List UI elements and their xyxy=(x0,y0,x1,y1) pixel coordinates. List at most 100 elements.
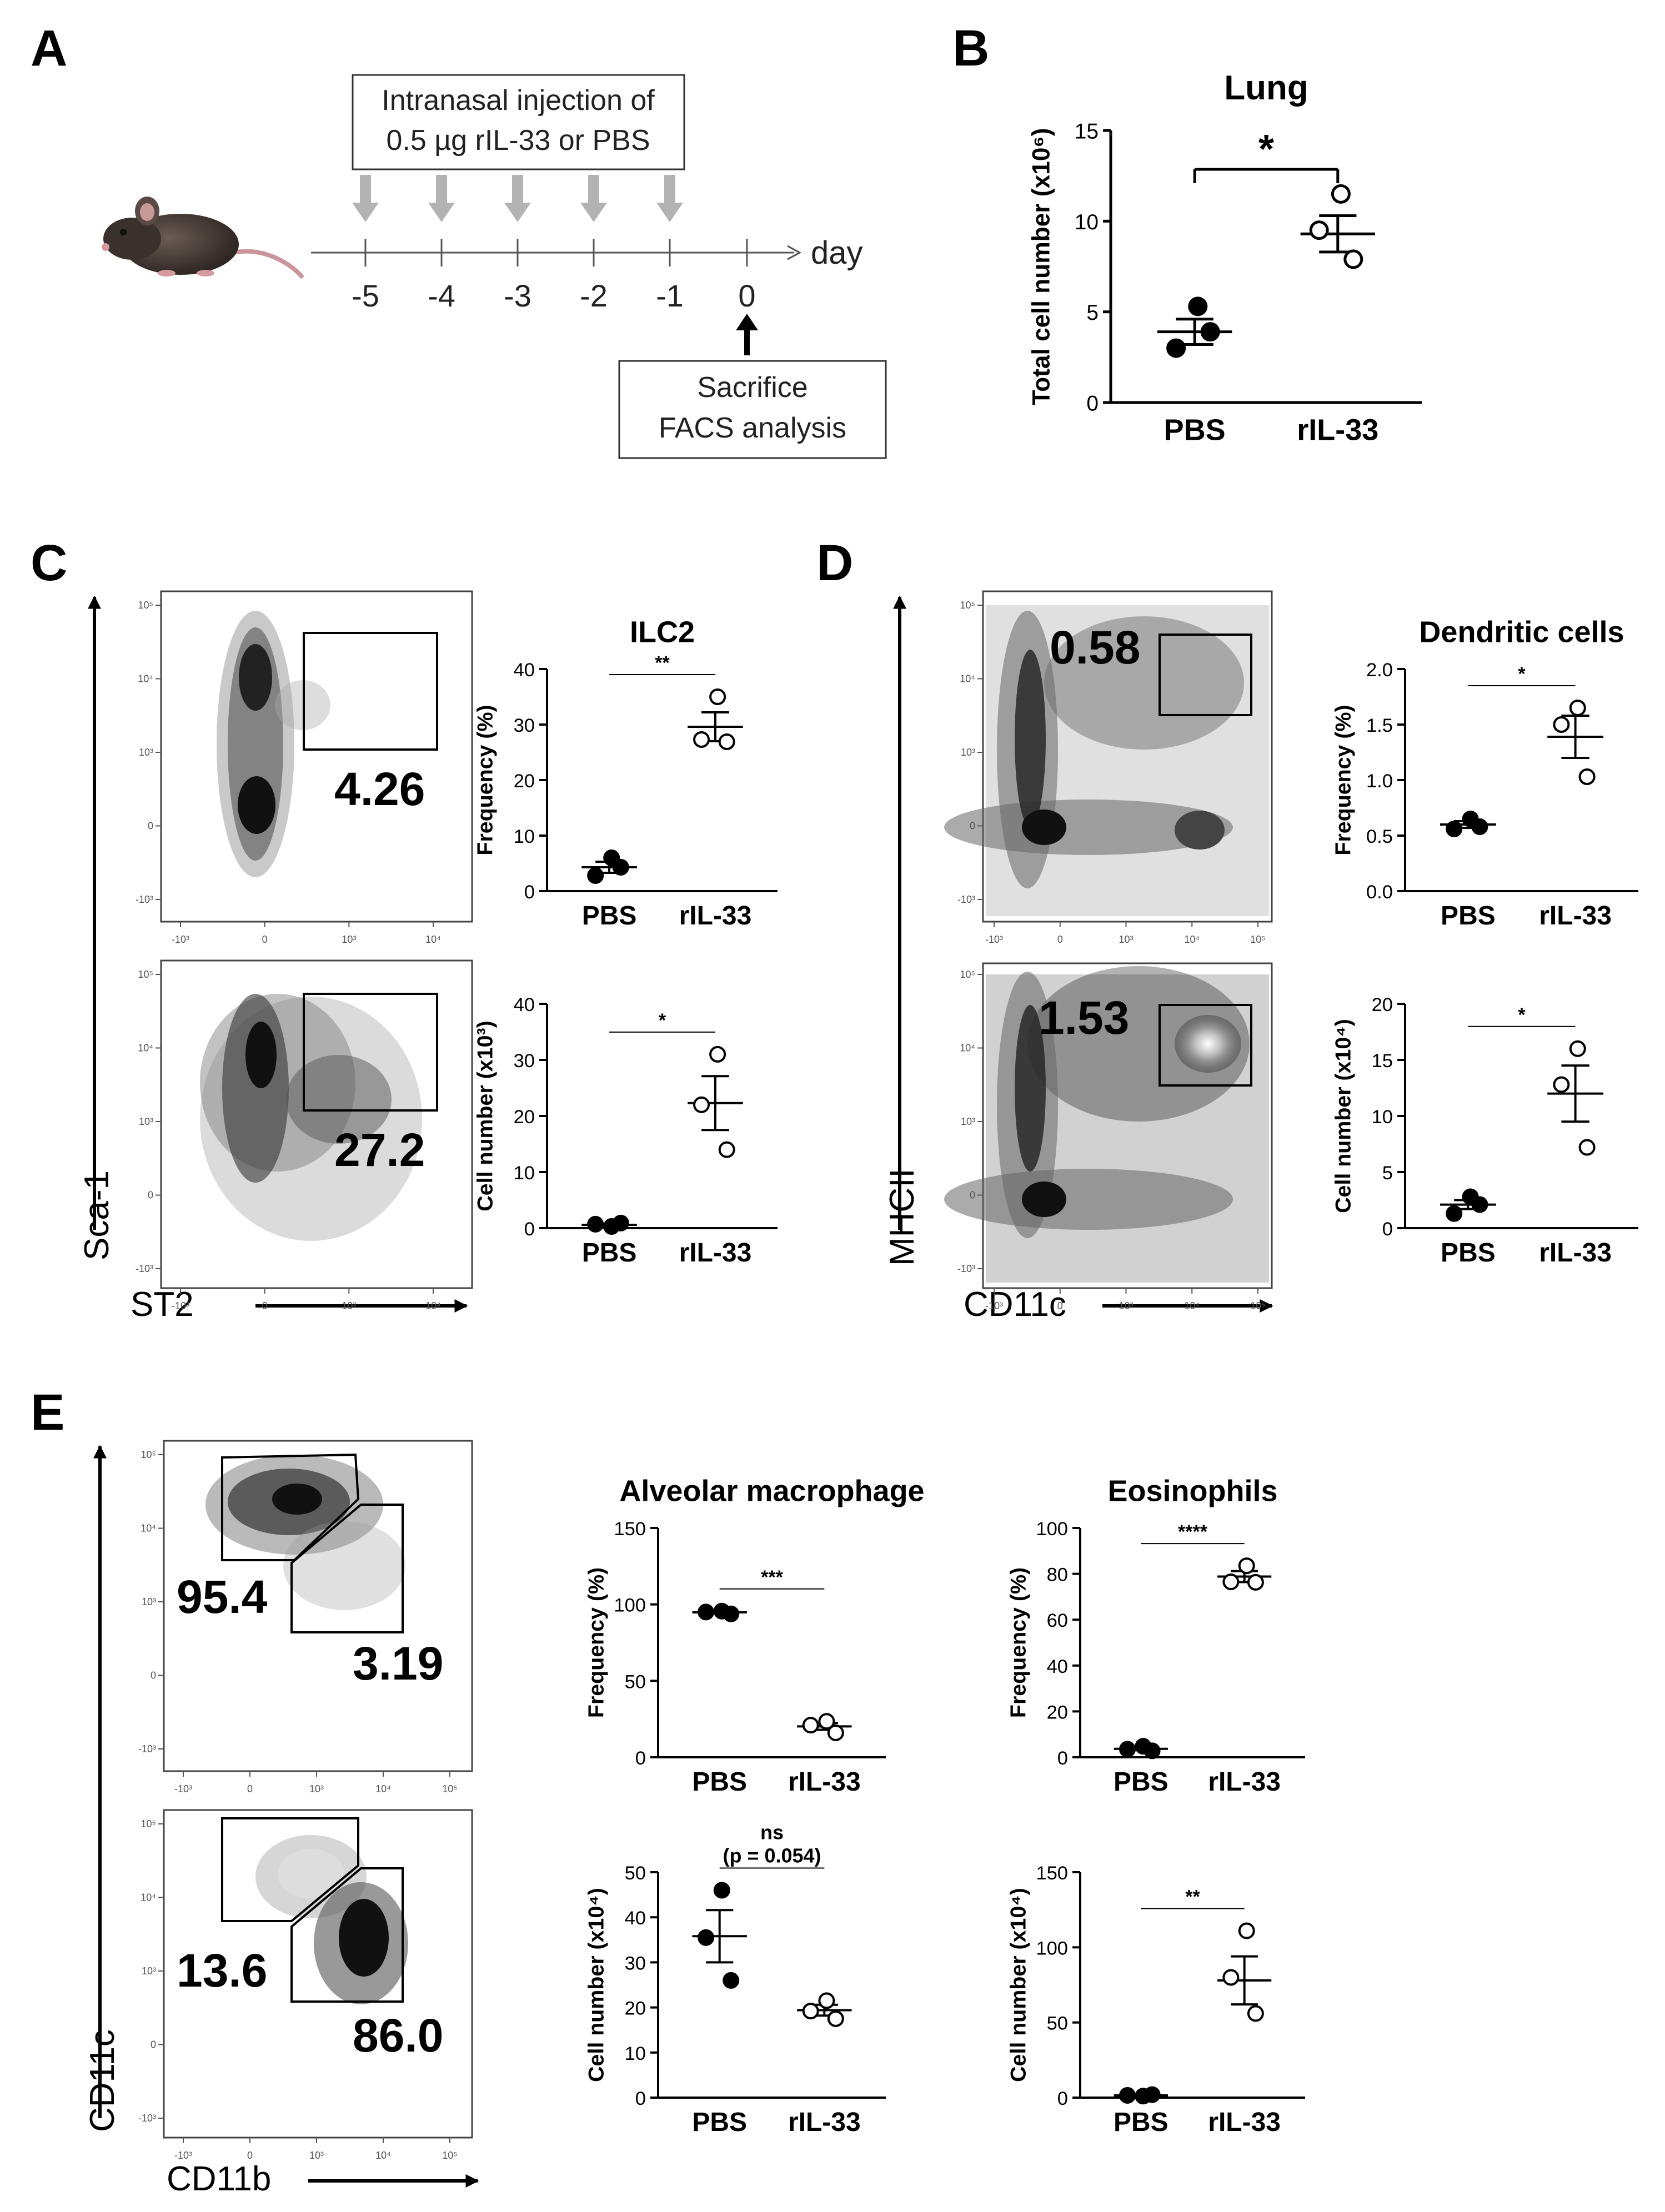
flow-x-tick-label: -10³ xyxy=(985,1300,1003,1311)
flow-y-tick-label: 10³ xyxy=(961,747,975,758)
data-point xyxy=(612,1214,629,1231)
flow-x-tick-label: -10³ xyxy=(172,1300,189,1311)
flow-x-tick-label: 0 xyxy=(262,934,268,945)
y-tick-label: 0 xyxy=(1382,1219,1393,1240)
flow-y-tick-label: -10³ xyxy=(138,1743,156,1754)
data-point xyxy=(1119,1741,1136,1758)
sacrifice-box xyxy=(618,360,887,459)
data-point xyxy=(698,1603,715,1621)
flow-x-tick-label: 0 xyxy=(262,1300,268,1311)
flow-y-tick-label: -10³ xyxy=(138,2113,156,2124)
flow-x-tick-label: 0 xyxy=(247,2150,253,2161)
injection-arrow-head xyxy=(504,203,531,222)
c-x-axis-label: ST2 xyxy=(131,1285,194,1324)
flow-y-tick-label: 10⁵ xyxy=(138,969,153,980)
data-point xyxy=(1331,184,1351,204)
flow-y-tick-label: 0 xyxy=(970,821,975,832)
panel-letter-c: C xyxy=(31,535,67,591)
d-x-axis-label: CD11c xyxy=(964,1285,1066,1324)
data-point xyxy=(1247,2005,1264,2022)
data-point xyxy=(802,2003,819,2020)
panel-letter-e: E xyxy=(31,1384,64,1441)
e-bottom-gate-value-1: 13.6 xyxy=(177,1944,268,1997)
timeline-tick-label: -2 xyxy=(580,278,608,313)
flow-x-tick-label: 10⁵ xyxy=(442,2150,457,2161)
y-tick-label: 1.5 xyxy=(1366,715,1393,736)
flow-x-tick-label: 0 xyxy=(1057,1300,1063,1311)
x-tick-label: rIL-33 xyxy=(1539,1238,1612,1268)
y-tick-label: 0 xyxy=(1057,2088,1068,2109)
data-point xyxy=(1222,1573,1240,1591)
x-tick-label: rIL-33 xyxy=(679,901,752,931)
flow-y-tick-label: 0 xyxy=(970,1190,975,1201)
data-point xyxy=(1446,1205,1463,1222)
injection-arrow-head xyxy=(428,203,455,222)
significance-label: ns xyxy=(760,1821,784,1843)
flow-y-tick-label: 0 xyxy=(148,821,153,832)
data-point xyxy=(718,733,735,750)
mouse-icon xyxy=(102,197,305,279)
data-point xyxy=(587,867,604,884)
data-point xyxy=(1446,821,1463,837)
flow-x-tick-label: 10³ xyxy=(1119,934,1133,945)
flow-y-tick-label: -10³ xyxy=(957,1263,975,1274)
y-tick-label: 0 xyxy=(1086,392,1099,416)
e-y-axis-label: CD11c xyxy=(83,2029,122,2132)
injection-arrow-head xyxy=(656,203,683,222)
sacrifice-text-line1: Sacrifice xyxy=(697,371,808,404)
data-point xyxy=(1200,322,1220,342)
y-tick-label: 20 xyxy=(514,1107,535,1128)
flow-y-tick-label: 10⁵ xyxy=(141,1449,156,1460)
c-bottom-plot: 27.2 xyxy=(160,959,473,1289)
x-tick-label: rIL-33 xyxy=(1297,414,1378,447)
flow-y-tick-label: 10³ xyxy=(139,1116,153,1127)
y-tick-label: 10 xyxy=(514,1163,535,1184)
series-pbs xyxy=(692,1602,747,1622)
chart-title: Alveolar macrophage xyxy=(619,1474,924,1507)
x-tick-label: rIL-33 xyxy=(1208,1767,1281,1797)
data-point xyxy=(723,1972,740,1989)
y-tick-label: 15 xyxy=(1372,1050,1393,1072)
series-pbs xyxy=(1440,1188,1496,1222)
y-tick-label: 0 xyxy=(524,882,535,903)
y-tick-label: 40 xyxy=(625,1908,646,1929)
y-tick-label: 0 xyxy=(524,1219,535,1240)
chart-title: Lung xyxy=(1224,69,1308,107)
series-ril-33 xyxy=(1547,700,1603,785)
flow-y-tick-label: 10⁵ xyxy=(138,600,153,611)
data-point xyxy=(802,1717,819,1734)
data-point xyxy=(612,859,629,876)
panel-letter-d: D xyxy=(816,535,853,591)
y-tick-label: 0.5 xyxy=(1366,826,1393,847)
down-arrow-icon xyxy=(656,175,683,222)
d-y-axis-label: MHCII xyxy=(883,1168,921,1266)
y-tick-label: 0.0 xyxy=(1366,882,1393,903)
y-tick-label: 60 xyxy=(1047,1610,1068,1631)
injection-arrow-shaft xyxy=(588,175,599,205)
series-pbs xyxy=(581,849,637,884)
y-axis-label: Frequency (%) xyxy=(473,705,498,855)
y-tick-label: 20 xyxy=(625,1998,646,2019)
d-bottom-density xyxy=(944,966,1269,1283)
injection-arrow-head xyxy=(580,203,607,222)
e-top-gate-value-1: 95.4 xyxy=(177,1571,268,1623)
y-axis-label: Frequency (%) xyxy=(1331,705,1356,855)
x-tick-label: PBS xyxy=(1164,414,1226,447)
y-tick-label: 0 xyxy=(635,1748,646,1769)
data-point xyxy=(1553,1076,1570,1093)
flow-x-tick-label: 10⁴ xyxy=(425,1300,441,1311)
e-top-gate-2 xyxy=(290,1504,404,1633)
x-tick-label: PBS xyxy=(582,901,637,931)
data-point xyxy=(1166,338,1186,358)
c-bottom-gate-value: 27.2 xyxy=(334,1124,425,1176)
